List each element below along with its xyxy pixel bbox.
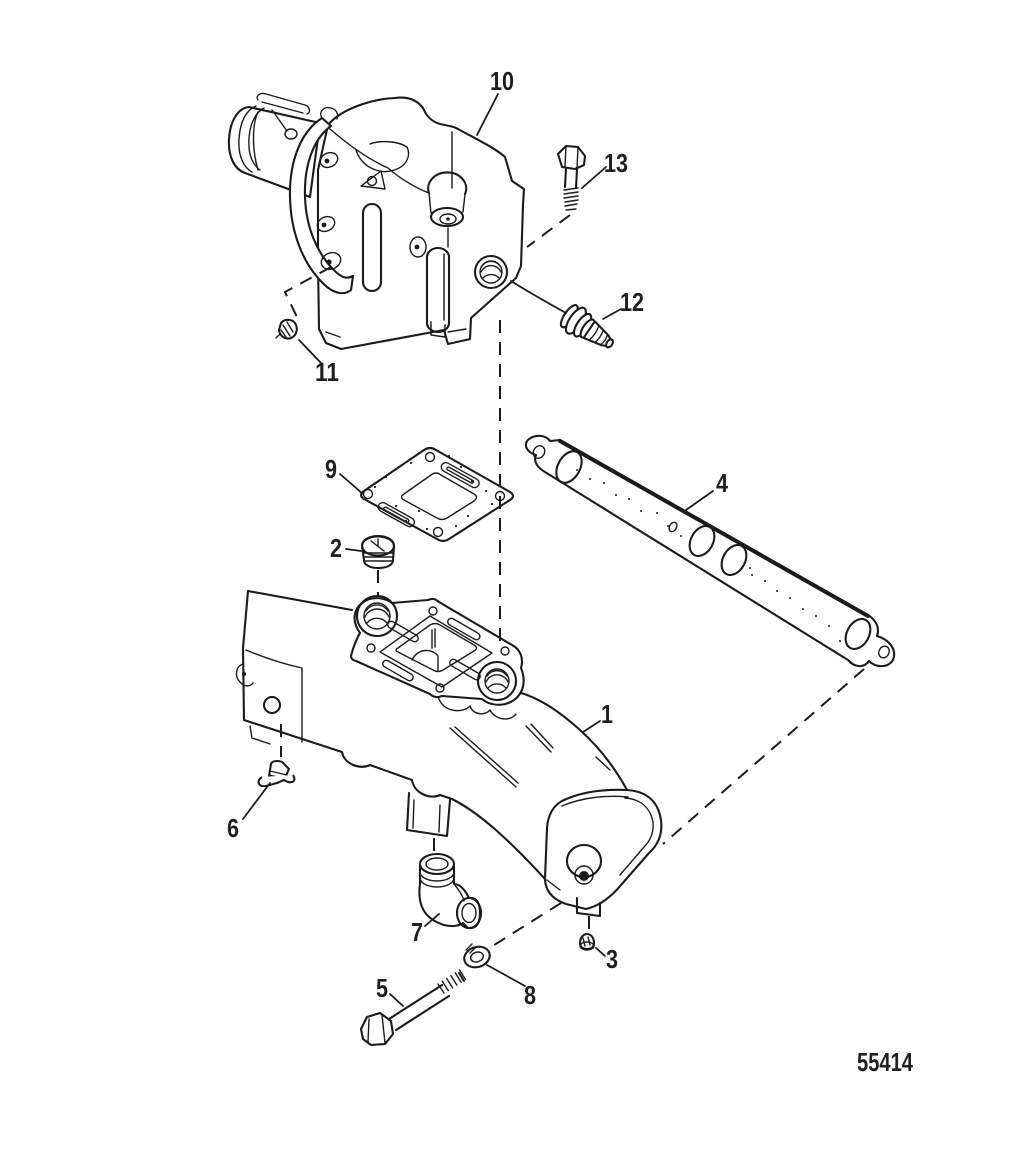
- alignment-line-gasket4: [662, 668, 865, 845]
- leader-line-10: [476, 93, 499, 136]
- callout-12: 12: [620, 287, 644, 317]
- callout-8: 8: [524, 980, 536, 1010]
- flange-bolt-bosses: [316, 151, 342, 271]
- part-8-lock-washer: [463, 943, 491, 969]
- leader-line-port-to-12: [510, 280, 567, 314]
- callout-6: 6: [227, 813, 239, 843]
- callout-10: 10: [490, 66, 514, 96]
- alignment-line-washer8: [490, 902, 562, 948]
- leader-line-8: [486, 964, 526, 987]
- part-10-thermostat-housing: [227, 92, 526, 351]
- part-11-plug: [275, 318, 298, 340]
- callout-1: 1: [601, 699, 613, 729]
- leader-line-11: [298, 339, 323, 365]
- callout-7: 7: [411, 917, 423, 947]
- leader-lines: [242, 93, 714, 1007]
- callout-5: 5: [376, 973, 388, 1003]
- callout-labels: 1 2 3 4 5 6 7 8 9 10 11 12 13: [227, 66, 728, 1010]
- housing-body: [316, 96, 526, 351]
- manifold-flange: [349, 594, 525, 706]
- part-6-drain-cock: [257, 759, 296, 788]
- leader-line-12: [602, 308, 622, 320]
- part-1-exhaust-manifold: [235, 589, 663, 918]
- leader-line-13: [581, 166, 607, 189]
- callout-4: 4: [716, 468, 728, 498]
- housing-flange: [288, 116, 355, 295]
- gasket-stipple: [373, 454, 494, 531]
- part-9-gasket: [359, 446, 515, 543]
- leader-line-9: [339, 473, 364, 495]
- alignment-lines: [280, 214, 865, 948]
- part-7-elbow-fitting: [418, 852, 483, 930]
- threaded-port: [473, 254, 509, 290]
- part-4-gasket: [524, 434, 896, 668]
- alignment-line-plug11: [283, 266, 332, 318]
- leader-line-3: [595, 947, 606, 957]
- leader-line-7: [424, 913, 440, 927]
- threaded-port-right: [476, 660, 518, 702]
- gasket-shadow-edge: [558, 439, 870, 618]
- alignment-line-bolt13: [526, 214, 571, 248]
- callout-2: 2: [330, 533, 342, 563]
- leader-line-6: [242, 782, 271, 820]
- part-3-plug: [578, 932, 596, 951]
- drawing-number: 55414: [857, 1047, 913, 1077]
- callout-9: 9: [325, 454, 337, 484]
- leader-line-4: [685, 490, 714, 511]
- part-2-plug: [360, 534, 396, 570]
- leader-line-1: [582, 720, 601, 733]
- manifold-end-cap: [543, 788, 663, 918]
- part-13-bolt: [556, 144, 587, 211]
- callout-13: 13: [604, 148, 628, 178]
- callout-11: 11: [315, 357, 339, 387]
- callout-3: 3: [606, 944, 618, 974]
- part-12-fitting: [559, 304, 614, 349]
- gasket-stipple: [576, 469, 841, 642]
- part-5-bolt: [359, 969, 467, 1047]
- leader-line-5: [389, 993, 404, 1007]
- leader-line-2: [345, 548, 362, 552]
